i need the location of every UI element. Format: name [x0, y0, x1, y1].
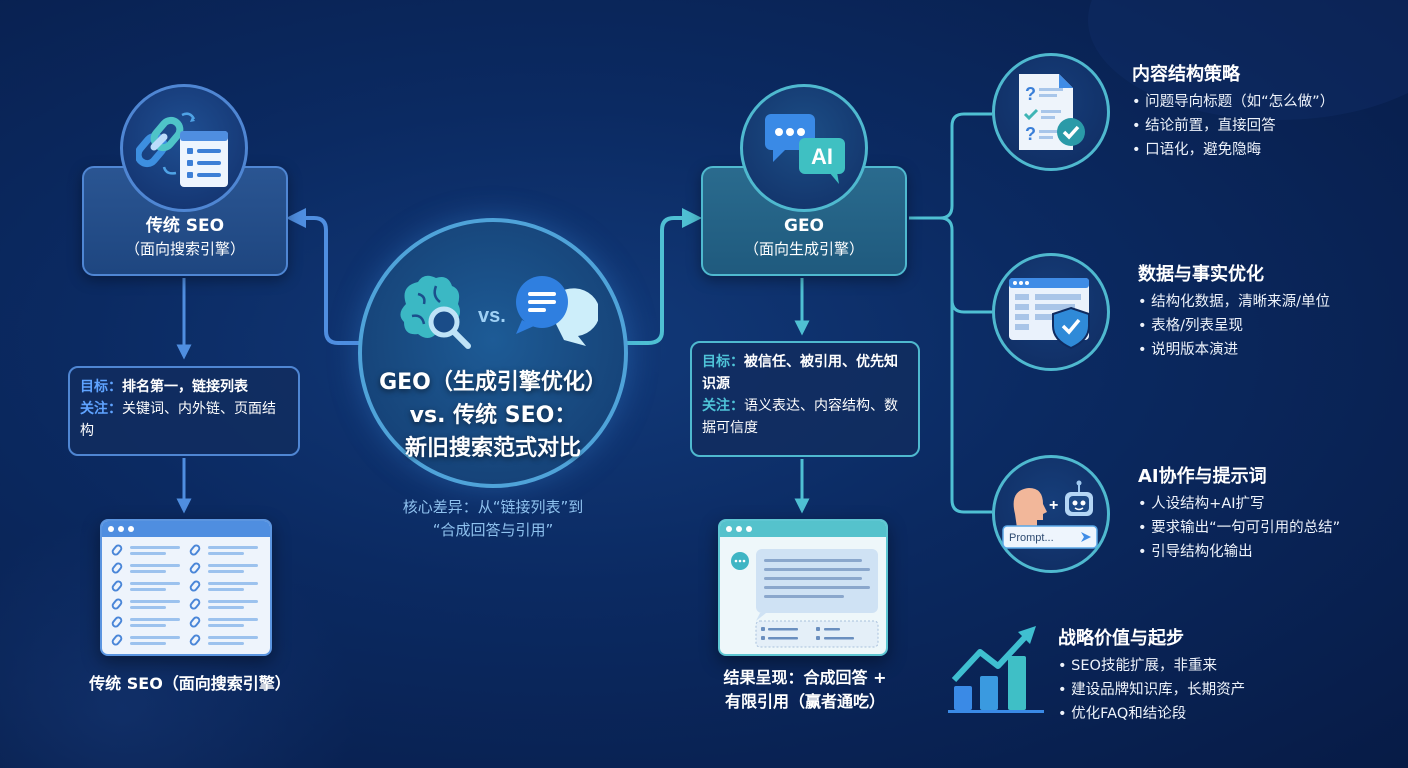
- chat-bubbles-icon: [516, 276, 598, 346]
- growth-chart-icon: [946, 624, 1046, 720]
- geo-subtitle: （面向生成引擎）: [743, 240, 864, 258]
- svg-text:?: ?: [1025, 84, 1036, 104]
- seo-focus-text: 关键词、内外链、页面结构: [80, 401, 276, 439]
- svg-text:+: +: [1049, 497, 1058, 514]
- seo-focus-label: 关注：: [80, 401, 122, 417]
- seo-goal-label: 目标：: [80, 379, 122, 395]
- svg-text:Prompt...: Prompt...: [1009, 532, 1054, 544]
- strategy-ai-prompts: AI协作与提示词 人设结构+AI扩写 要求输出“一句可引用的总结” 引导结构化输…: [1138, 464, 1340, 564]
- geo-answer-browser-icon: [718, 519, 888, 656]
- strategy-value-start: 战略价值与起步 SEO技能扩展，非重来 建设品牌知识库，长期资产 优化FAQ和结…: [1058, 626, 1245, 726]
- geo-title: GEO: [783, 216, 825, 236]
- brain-search-icon: [400, 275, 471, 349]
- geo-goal-text: 被信任、被引用、优先知识源: [702, 354, 898, 392]
- data-table-shield-icon: [992, 253, 1110, 371]
- svg-text:?: ?: [1025, 124, 1036, 144]
- center-comparison-circle: vs.: [358, 218, 628, 488]
- strategy-data-facts: 数据与事实优化 结构化数据，清晰来源/单位 表格/列表呈现 说明版本演进: [1138, 262, 1330, 362]
- link-list-icon: [120, 84, 248, 212]
- geo-node: GEO （面向生成引擎）: [701, 166, 907, 276]
- seo-goal-text: 排名第一，链接列表: [122, 379, 248, 395]
- svg-text:AI: AI: [811, 144, 833, 169]
- seo-node: 传统 SEO （面向搜索引擎）: [82, 166, 288, 276]
- main-title: GEO（生成引擎优化） vs. 传统 SEO： 新旧搜索范式对比: [379, 370, 607, 461]
- seo-results-browser-icon: [100, 519, 272, 656]
- strategy-content-structure: 内容结构策略 问题导向标题（如“怎么做”） 结论前置，直接回答 口语化，避免隐晦: [1132, 62, 1334, 162]
- question-document-icon: ? ?: [992, 53, 1110, 171]
- seo-subtitle: （面向搜索引擎）: [124, 240, 245, 258]
- geo-focus-text: 语义表达、内容结构、数据可信度: [702, 398, 898, 436]
- core-difference-text: 核心差异：从“链接列表”到 “合成回答与引用”: [402, 498, 584, 539]
- seo-caption: 传统 SEO（面向搜索引擎）: [89, 674, 291, 693]
- geo-info-box: 目标：被信任、被引用、优先知识源 关注：语义表达、内容结构、数据可信度: [690, 341, 920, 457]
- ai-chat-icon: AI: [740, 84, 868, 212]
- geo-caption: 结果呈现：合成回答 + 有限引用（赢者通吃）: [723, 668, 887, 711]
- geo-goal-label: 目标：: [702, 354, 744, 370]
- human-ai-prompt-icon: + Prompt...: [992, 455, 1110, 573]
- svg-text:vs.: vs.: [478, 305, 506, 327]
- seo-info-box: 目标：排名第一，链接列表 关注：关键词、内外链、页面结构: [68, 366, 300, 456]
- geo-focus-label: 关注：: [702, 398, 744, 414]
- seo-title: 传统 SEO: [145, 216, 225, 236]
